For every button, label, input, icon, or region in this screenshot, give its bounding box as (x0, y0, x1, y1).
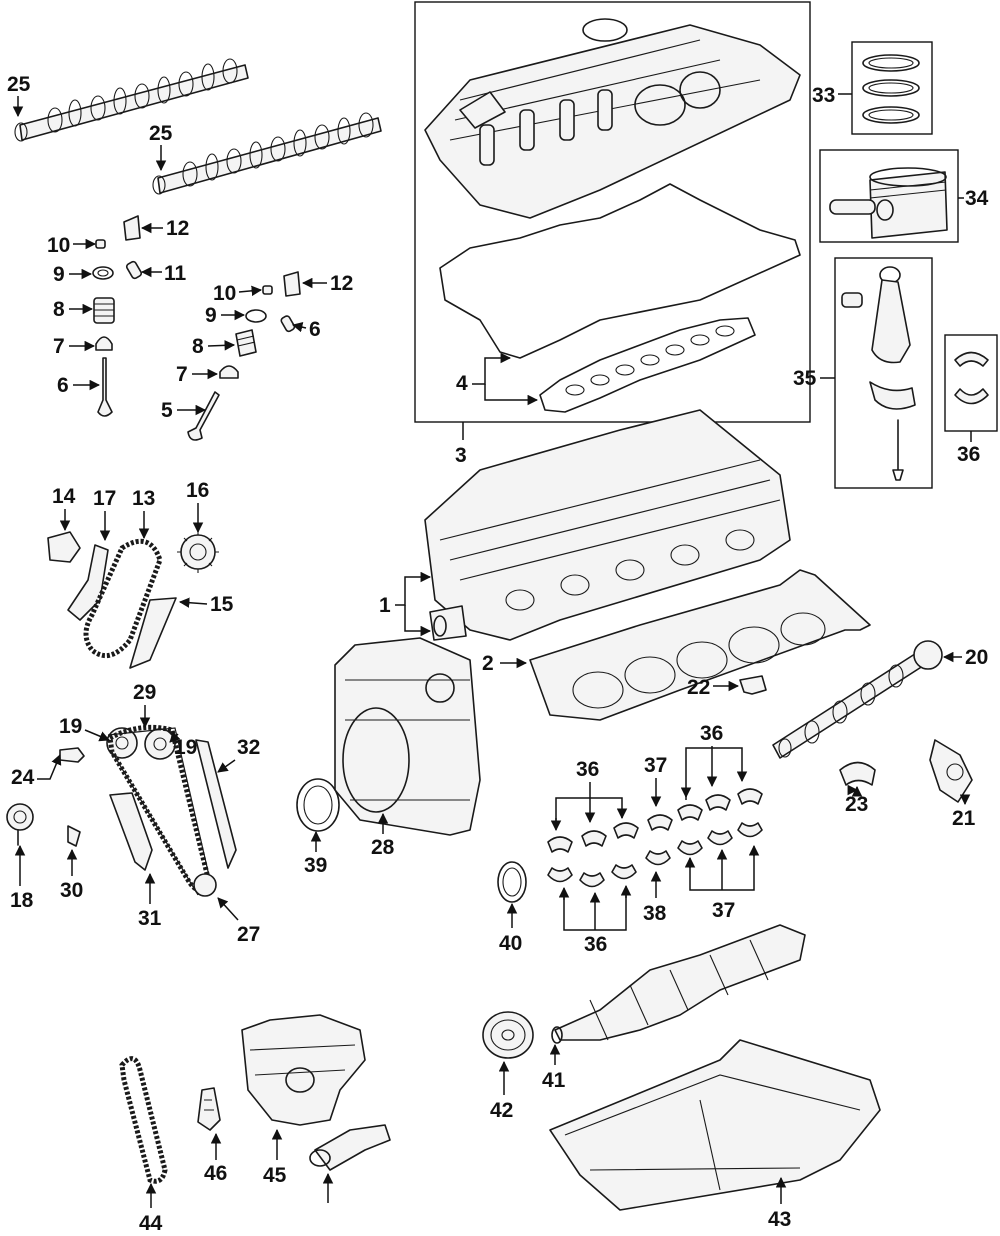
rod-bearing-part (954, 351, 989, 405)
callout-39: 39 (304, 854, 327, 877)
oil-pump-sprocket-part (197, 1087, 221, 1131)
callout-17: 17 (93, 487, 116, 510)
connecting-rod-part (841, 266, 916, 481)
callout-41: 42 (490, 1099, 513, 1122)
callout-38: 41 (542, 1069, 566, 1092)
callout-20: 20 (965, 646, 988, 669)
callout-42: 43 (768, 1208, 791, 1231)
callout-24: 24 (11, 766, 35, 789)
callout-19: 19 (59, 715, 82, 738)
callout-44: 45 (263, 1164, 287, 1187)
callout-36: 36 (576, 758, 599, 781)
callout-9: 9 (53, 263, 65, 286)
crank-damper-part (482, 1011, 534, 1059)
upper-timing-part (47, 531, 219, 669)
callout-36: 36 (584, 933, 607, 956)
cylinder-head-part (424, 409, 791, 641)
callout-15: 15 (210, 593, 234, 616)
callout-14: 14 (52, 485, 76, 508)
callout-26: 27 (237, 923, 260, 946)
crankshaft-part (551, 924, 806, 1044)
callout-8: 8 (53, 298, 65, 321)
callout-25: 25 (7, 73, 31, 96)
camshaft-part (14, 58, 249, 142)
callout-22: 22 (687, 676, 710, 699)
oil-pickup-part (309, 1124, 391, 1171)
valve-cover-gasket-part (439, 183, 801, 413)
front-seal-part (296, 778, 340, 832)
valve-cover-group-box (414, 1, 811, 423)
callout-34: 35 (793, 367, 817, 390)
callout-1: 1 (379, 594, 391, 617)
tensioner-part (929, 739, 973, 803)
callout-5: 5 (161, 399, 173, 422)
callout-29: 30 (60, 879, 83, 902)
callout-4: 4 (456, 372, 468, 395)
callout-13: 13 (132, 487, 155, 510)
callout-3: 3 (455, 444, 467, 467)
callout-27: 28 (371, 836, 395, 859)
callout-31: 32 (237, 736, 260, 759)
balance-shaft-part (772, 640, 943, 759)
callout-45: 46 (204, 1162, 227, 1185)
callout-9: 9 (205, 304, 217, 327)
main-bearings-part (547, 788, 763, 888)
callout-43: 44 (139, 1212, 163, 1235)
oil-pan-part (549, 1039, 881, 1211)
camshaft-part (152, 112, 382, 195)
piston-rings-box (851, 41, 933, 135)
callout-12: 12 (166, 217, 189, 240)
callout-35: 36 (957, 443, 980, 466)
timing-cover-part (334, 637, 481, 836)
callout-37: 37 (644, 754, 667, 777)
rod-bearing-box (944, 334, 998, 432)
callout-19: 19 (174, 736, 197, 759)
head-gasket-part (529, 569, 871, 721)
bearing-cap-part (839, 761, 876, 786)
callout-40: 40 (499, 932, 522, 955)
callout-10: 10 (213, 282, 236, 305)
callout-25: 25 (149, 122, 173, 145)
oil-pump-chain-part (119, 1056, 168, 1184)
callout-7: 7 (53, 335, 65, 358)
callout-12: 12 (330, 272, 353, 295)
callout-6: 6 (57, 374, 69, 397)
valvetrain-left (92, 215, 143, 417)
valve-cover-part (424, 18, 801, 219)
callout-37: 38 (643, 902, 667, 925)
callout-36: 37 (712, 899, 735, 922)
oil-pump-part (241, 1014, 366, 1126)
callout-2: 2 (482, 652, 494, 675)
sensor-part (739, 675, 767, 695)
callout-10: 10 (47, 234, 70, 257)
callout-36: 36 (700, 722, 723, 745)
callout-7: 7 (176, 363, 188, 386)
callout-8: 8 (192, 335, 204, 358)
callout-33: 34 (965, 187, 989, 210)
callout-6: 6 (309, 318, 321, 341)
callout-32: 33 (812, 84, 835, 107)
callout-28: 29 (133, 681, 156, 704)
valvetrain-right (187, 271, 301, 441)
callout-21: 21 (952, 807, 976, 830)
piston-box (819, 149, 959, 243)
connecting-rod-box (834, 257, 933, 489)
rear-seal-part (497, 861, 527, 903)
callout-11: 11 (164, 262, 187, 285)
callout-23: 23 (845, 793, 868, 816)
piston-rings-part (862, 54, 920, 124)
piston-part (829, 167, 948, 239)
callout-30: 31 (138, 907, 162, 930)
callout-16: 16 (186, 479, 209, 502)
lower-timing-part (6, 724, 237, 897)
callout-18: 18 (10, 889, 34, 912)
